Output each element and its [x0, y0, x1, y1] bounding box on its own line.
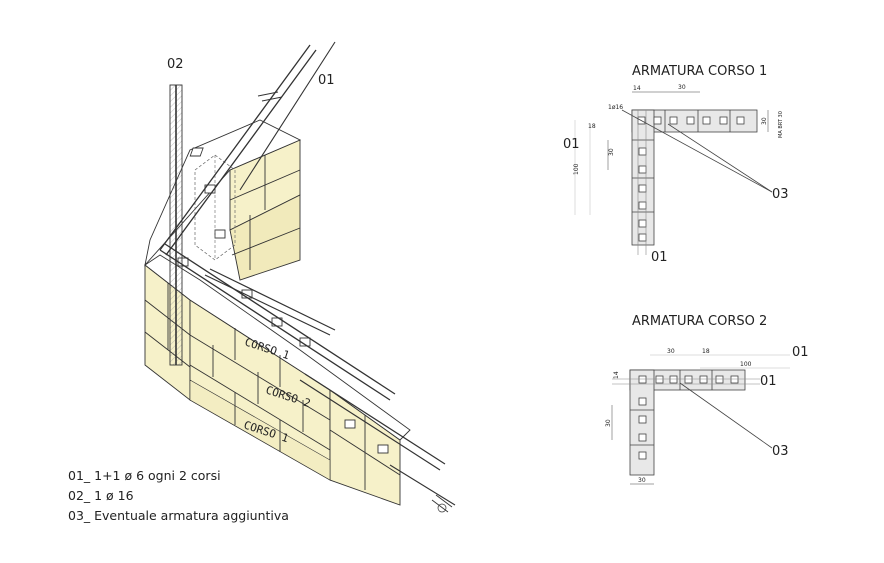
svg-text:18: 18 — [588, 123, 596, 130]
plan-1-labels: 14 30 1ø16 18 100 30 30 MA BRT 30 01 01 … — [563, 84, 789, 265]
legend-item-02: 02_ 1 ø 16 — [68, 488, 134, 503]
svg-text:30: 30 — [638, 477, 646, 484]
plan-2-labels: 30 18 100 14 30 30 01 01 03 — [605, 345, 809, 484]
plan-1-leader-03 — [621, 109, 773, 193]
callout-01: 01 — [318, 73, 335, 88]
svg-text:100: 100 — [740, 361, 752, 368]
svg-text:1ø16: 1ø16 — [608, 104, 623, 111]
callout-02: 02 — [167, 57, 184, 72]
wall-lower-face — [189, 379, 331, 481]
legend-item-01: 01_ 1+1 ø 6 ogni 2 corsi — [68, 468, 221, 483]
plan-2-callout-01-mid: 01 — [760, 374, 777, 389]
axonometric-view — [144, 41, 456, 513]
svg-text:30: 30 — [667, 348, 675, 355]
svg-text:18: 18 — [702, 348, 710, 355]
plan-2-title: ARMATURA CORSO 2 — [632, 314, 767, 329]
svg-text:14: 14 — [633, 85, 641, 92]
legend-item-03: 03_ Eventuale armatura aggiuntiva — [68, 508, 289, 523]
plan-corso-1: ARMATURA CORSO 1 — [574, 64, 773, 255]
wall-back-face-2 — [229, 194, 301, 281]
svg-text:14: 14 — [613, 371, 620, 379]
plan-1-callout-01-bottom: 01 — [651, 250, 668, 265]
plan-1-callout-01-left: 01 — [563, 137, 580, 152]
legend: 01_ 1+1 ø 6 ogni 2 corsi 02_ 1 ø 16 03_ … — [68, 466, 289, 526]
plan-2-leader-03 — [679, 382, 773, 449]
plan-2-callout-01-top: 01 — [792, 345, 809, 360]
svg-text:100: 100 — [573, 163, 580, 175]
plan-1-callout-03: 03 — [772, 187, 789, 202]
svg-text:30: 30 — [678, 84, 686, 91]
svg-text:MA BRT 30: MA BRT 30 — [778, 111, 784, 138]
plan-2-callout-03: 03 — [772, 444, 789, 459]
svg-text:30: 30 — [761, 117, 768, 125]
svg-text:30: 30 — [608, 148, 615, 156]
plan-corso-2: ARMATURA CORSO 2 — [611, 314, 790, 485]
svg-text:30: 30 — [605, 419, 612, 427]
plan-1-title: ARMATURA CORSO 1 — [632, 64, 767, 79]
